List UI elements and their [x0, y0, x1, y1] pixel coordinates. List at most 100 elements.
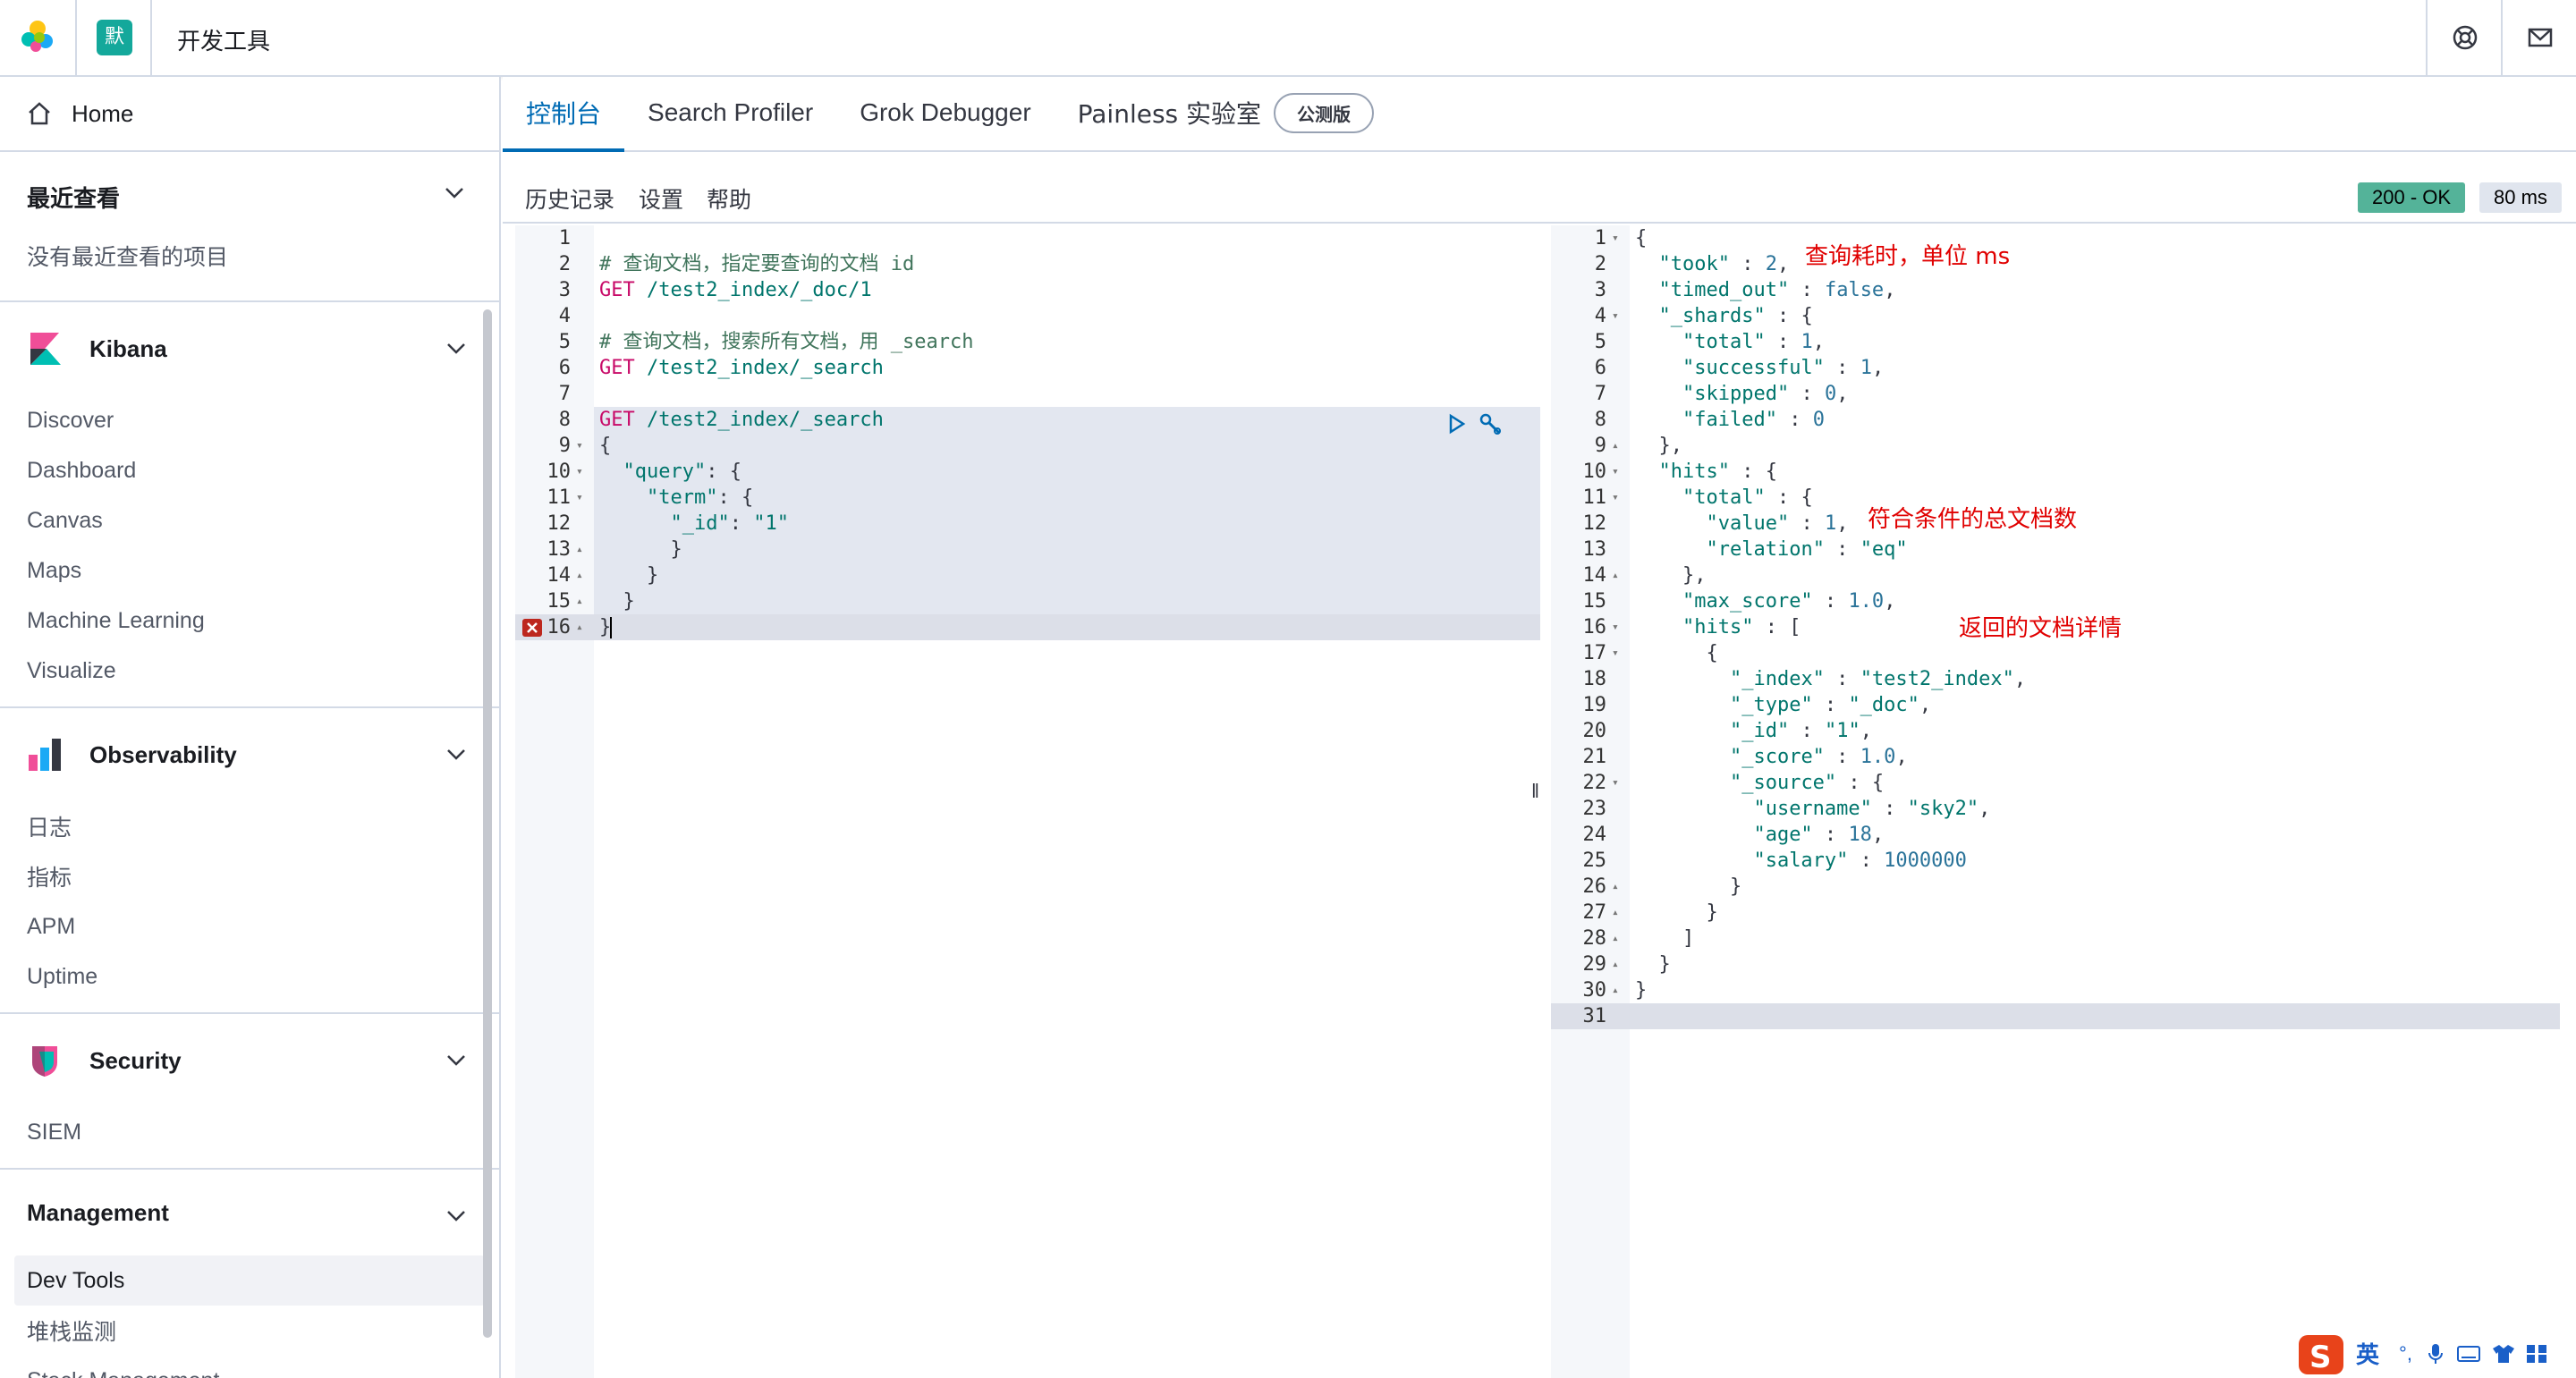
- code-text: }: [1635, 951, 1670, 977]
- tab-painless-lab[interactable]: Painless 实验室公测版: [1055, 75, 1397, 150]
- nav-item-maps[interactable]: Maps: [27, 557, 82, 583]
- code-token: "relation": [1706, 538, 1825, 561]
- fold-toggle[interactable]: ▴: [1612, 439, 1619, 452]
- code-line: 1▾{: [1551, 225, 2560, 251]
- nav-item-stack-management[interactable]: Stack Management: [0, 1356, 499, 1378]
- code-text: # 查询文档，指定要查询的文档 id: [599, 251, 914, 277]
- fold-toggle[interactable]: ▴: [1612, 984, 1619, 997]
- fold-toggle[interactable]: ▾: [576, 465, 583, 478]
- nav-item-apm[interactable]: APM: [27, 913, 76, 939]
- fold-toggle[interactable]: ▴: [1612, 569, 1619, 582]
- fold-toggle[interactable]: ▾: [1612, 491, 1619, 504]
- nav-item-machine-learning[interactable]: Machine Learning: [27, 607, 205, 633]
- sidebar-scrollbar[interactable]: [483, 309, 492, 1338]
- fold-toggle[interactable]: ▾: [1612, 647, 1619, 660]
- error-marker-icon[interactable]: [522, 619, 542, 637]
- nav-item-dev-tools[interactable]: Dev Tools: [14, 1255, 485, 1306]
- fold-toggle[interactable]: ▾: [1612, 309, 1619, 323]
- play-icon[interactable]: [1445, 413, 1467, 435]
- fold-toggle[interactable]: ▾: [1612, 621, 1619, 634]
- code-token: :: [1848, 850, 1885, 872]
- nav-item-visualize[interactable]: Visualize: [27, 657, 116, 683]
- fold-toggle[interactable]: ▾: [1612, 776, 1619, 790]
- code-token: [1635, 798, 1753, 820]
- nav-section-header-observability[interactable]: Observability: [0, 708, 499, 801]
- fold-toggle[interactable]: ▴: [1612, 932, 1619, 945]
- line-number: 4: [558, 305, 571, 327]
- response-viewer[interactable]: 1▾{2 "took" : 2,3 "timed_out" : false,4▾…: [1551, 225, 2560, 1378]
- chevron-down-icon[interactable]: [445, 1053, 467, 1068]
- ime-toolbar[interactable]: S 英 °,: [2295, 1329, 2576, 1378]
- chevron-down-icon[interactable]: [445, 342, 467, 356]
- code-line: 7 "skipped" : 0,: [1551, 381, 2560, 407]
- line-number: 2: [558, 253, 571, 275]
- code-token: "1": [1824, 720, 1860, 742]
- chevron-down-icon[interactable]: [445, 1209, 467, 1223]
- tab-search-profiler[interactable]: Search Profiler: [624, 75, 836, 150]
- fold-toggle[interactable]: ▴: [576, 543, 583, 556]
- fold-toggle[interactable]: ▾: [1612, 465, 1619, 478]
- code-text: }: [1635, 900, 1717, 926]
- tab-console-label: 控制台: [526, 99, 602, 129]
- code-token: :: [1824, 746, 1860, 768]
- code-token: "salary": [1753, 850, 1849, 872]
- nav-item-siem[interactable]: SIEM: [27, 1119, 82, 1145]
- code-text: # 查询文档，搜索所有文档，用 _search: [599, 329, 973, 355]
- fold-toggle[interactable]: ▴: [1612, 880, 1619, 893]
- nav-item-dashboard[interactable]: Dashboard: [27, 457, 137, 483]
- fold-toggle[interactable]: ▾: [576, 439, 583, 452]
- toolbox-grid-icon[interactable]: [2525, 1343, 2548, 1365]
- nav-section-header-kibana[interactable]: Kibana: [0, 302, 499, 395]
- panel-resizer[interactable]: ‖: [1531, 780, 1540, 802]
- fold-toggle[interactable]: ▴: [576, 621, 583, 634]
- nav-item-canvas[interactable]: Canvas: [27, 507, 103, 533]
- help-link[interactable]: 帮助: [707, 187, 752, 213]
- code-token: ,: [1836, 512, 1849, 535]
- ime-language[interactable]: 英: [2356, 1342, 2380, 1369]
- fold-toggle[interactable]: ▴: [1612, 958, 1619, 971]
- line-number: 7: [1594, 383, 1606, 405]
- microphone-icon[interactable]: [2427, 1342, 2445, 1365]
- recent-section-header[interactable]: 最近查看: [0, 152, 499, 241]
- nav-item-指标[interactable]: 指标: [27, 866, 72, 891]
- nav-home[interactable]: Home: [0, 77, 499, 152]
- nav-item-discover[interactable]: Discover: [27, 407, 114, 433]
- sogou-logo-icon[interactable]: S: [2295, 1332, 2347, 1376]
- nav-section-header-security[interactable]: Security: [0, 1014, 499, 1107]
- chevron-down-icon[interactable]: [444, 186, 465, 200]
- help-lifebuoy-icon[interactable]: [2447, 20, 2483, 55]
- line-number: 3: [1594, 279, 1606, 301]
- fold-toggle[interactable]: ▴: [576, 569, 583, 582]
- fold-toggle[interactable]: ▴: [576, 595, 583, 608]
- wrench-icon[interactable]: [1478, 411, 1503, 436]
- newsfeed-mail-icon[interactable]: [2522, 20, 2558, 55]
- settings-link[interactable]: 设置: [639, 187, 684, 213]
- line-number: 6: [558, 357, 571, 379]
- history-link[interactable]: 历史记录: [525, 187, 615, 213]
- code-line: 15▴ }: [515, 588, 1540, 614]
- code-text: "salary" : 1000000: [1635, 848, 1966, 874]
- line-number: 21: [1582, 746, 1607, 768]
- code-token: "age": [1753, 824, 1813, 846]
- fold-toggle[interactable]: ▾: [1612, 232, 1619, 245]
- keyboard-icon[interactable]: [2456, 1345, 2480, 1363]
- active-line-highlight: [1551, 1003, 2560, 1029]
- code-token: "1": [753, 512, 789, 535]
- space-avatar[interactable]: 默: [97, 20, 132, 55]
- tab-console[interactable]: 控制台: [503, 75, 625, 152]
- code-line: 21 "_score" : 1.0,: [1551, 744, 2560, 770]
- fold-toggle[interactable]: ▴: [1612, 906, 1619, 919]
- ime-punctuation-icon[interactable]: °,: [2399, 1341, 2412, 1365]
- nav-item-堆栈监测[interactable]: 堆栈监测: [27, 1320, 117, 1345]
- nav-item-uptime[interactable]: Uptime: [27, 963, 98, 989]
- elastic-logo-icon[interactable]: [18, 16, 57, 55]
- line-number: 9: [558, 435, 571, 457]
- skin-shirt-icon[interactable]: [2491, 1343, 2516, 1365]
- fold-toggle[interactable]: ▾: [576, 491, 583, 504]
- nav-item-日志[interactable]: 日志: [27, 816, 72, 841]
- chevron-down-icon[interactable]: [445, 748, 467, 762]
- nav-section-header-management[interactable]: Management: [0, 1170, 499, 1255]
- code-token: {: [1635, 227, 1648, 249]
- tab-grok-debugger[interactable]: Grok Debugger: [836, 75, 1054, 150]
